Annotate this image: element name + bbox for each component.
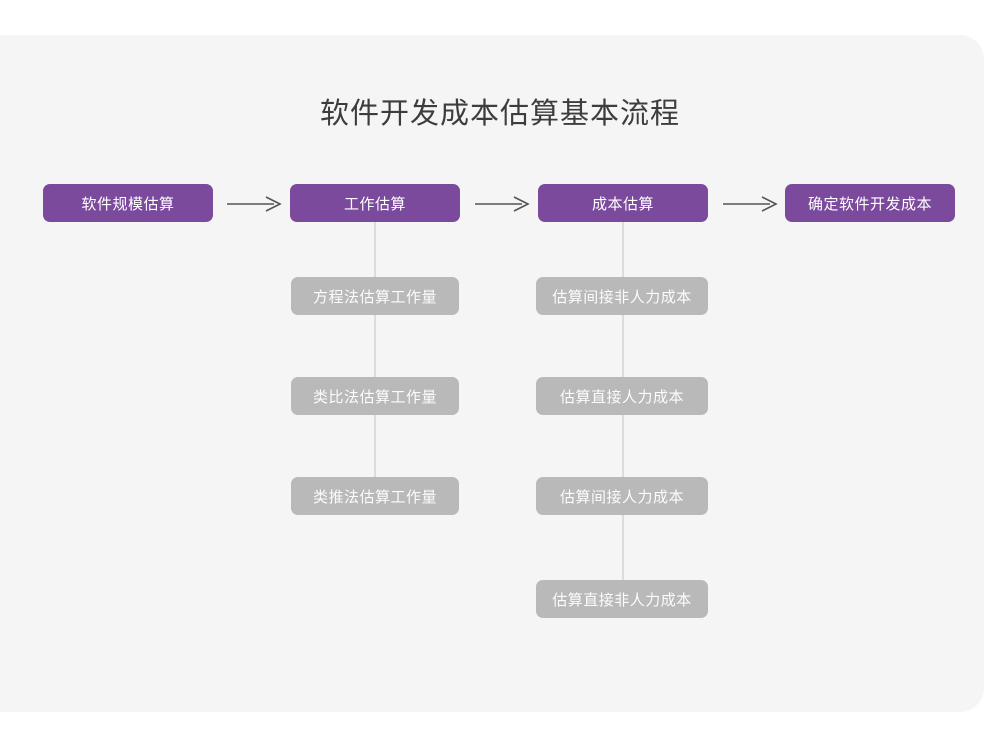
arrow-step3-to-step4 [722, 194, 778, 214]
flow-node-step-1[interactable]: 软件规模估算 [43, 184, 213, 222]
flow-subnode-label: 估算直接人力成本 [559, 388, 684, 406]
flow-subnode-label: 估算直接非人力成本 [552, 591, 692, 609]
flow-subnode-label: 方程法估算工作量 [312, 288, 437, 306]
flow-subnode-work-2[interactable]: 类比法估算工作量 [291, 377, 459, 415]
flow-subnode-work-1[interactable]: 方程法估算工作量 [291, 277, 459, 315]
flow-subnode-label: 估算间接人力成本 [559, 488, 684, 506]
connector-line-work-column [374, 222, 376, 510]
flow-subnode-label: 估算间接非人力成本 [552, 288, 692, 306]
flow-subnode-label: 类推法估算工作量 [312, 488, 437, 506]
arrow-step2-to-step3 [474, 194, 530, 214]
flow-subnode-cost-1[interactable]: 估算间接非人力成本 [536, 277, 708, 315]
flow-subnode-cost-2[interactable]: 估算直接人力成本 [536, 377, 708, 415]
page-title: 软件开发成本估算基本流程 [319, 98, 680, 130]
flow-node-label: 软件规模估算 [81, 195, 175, 213]
flow-node-step-3[interactable]: 成本估算 [538, 184, 708, 222]
flow-node-label: 成本估算 [591, 195, 654, 213]
flow-node-step-2[interactable]: 工作估算 [290, 184, 460, 222]
arrow-step1-to-step2 [226, 194, 282, 214]
flow-subnode-cost-3[interactable]: 估算间接人力成本 [536, 477, 708, 515]
diagram-card [0, 35, 984, 712]
flow-node-step-4[interactable]: 确定软件开发成本 [785, 184, 955, 222]
flow-subnode-cost-4[interactable]: 估算直接非人力成本 [536, 580, 708, 618]
flow-subnode-work-3[interactable]: 类推法估算工作量 [291, 477, 459, 515]
flow-subnode-label: 类比法估算工作量 [312, 388, 437, 406]
flow-node-label: 确定软件开发成本 [807, 195, 932, 213]
connector-line-cost-column [622, 222, 624, 612]
flow-node-label: 工作估算 [343, 195, 406, 213]
